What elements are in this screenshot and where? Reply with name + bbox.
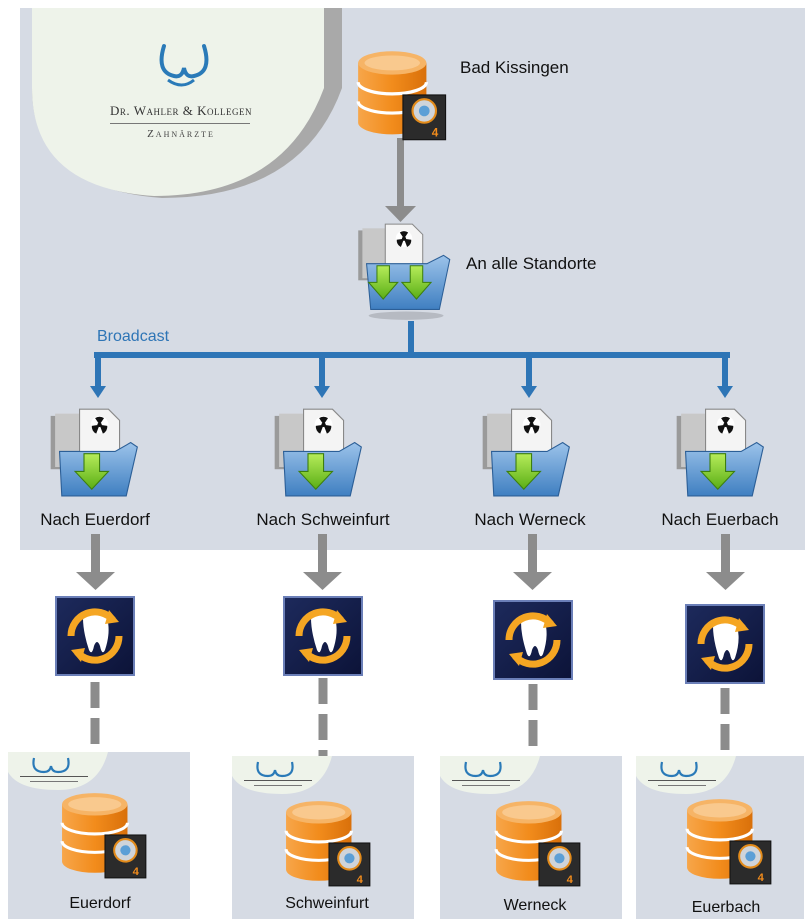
hub-label: An alle Standorte <box>466 254 597 273</box>
folder-label-euerdorf: Nach Euerdorf <box>40 510 150 529</box>
database-icon <box>356 48 452 144</box>
radioactive-folder-icon <box>352 222 456 322</box>
brand-tagline: Zahnärzte <box>147 128 215 140</box>
brand-divider <box>110 123 250 124</box>
arrow-source-to-hub <box>385 138 416 222</box>
bus-drop-euerdorf <box>90 352 106 398</box>
target-folder-euerbach-icon <box>670 407 770 507</box>
location-label-schweinfurt: Schweinfurt <box>285 895 369 912</box>
location-label-euerbach: Euerbach <box>691 899 761 916</box>
bus-drop-werneck <box>521 352 537 398</box>
arrow-folder-to-sync-schweinfurt <box>303 534 342 590</box>
tooth-sync-icon-euerdorf <box>55 596 135 676</box>
branch-logo-werneck <box>440 756 540 796</box>
folder-label-werneck: Nach Werneck <box>474 510 586 529</box>
database-icon-euerbach <box>685 796 777 888</box>
location-label-euerdorf: Euerdorf <box>69 895 131 912</box>
folder-label-schweinfurt: Nach Schweinfurt <box>256 510 390 529</box>
broadcast-label: Broadcast <box>97 328 170 345</box>
location-label-werneck: Werneck <box>503 897 567 914</box>
arrow-folder-to-sync-werneck <box>513 534 552 590</box>
logo-mark-icon <box>150 40 210 94</box>
tooth-sync-icon-euerbach <box>685 604 765 684</box>
bus-drop-schweinfurt <box>314 352 330 398</box>
bus-drop-euerbach <box>717 352 733 398</box>
branch-logo-schweinfurt <box>232 756 332 796</box>
arrow-folder-to-sync-euerbach <box>706 534 745 590</box>
database-icon-werneck <box>494 798 586 890</box>
source-label: Bad Kissingen <box>460 58 569 77</box>
folder-label-euerbach: Nach Euerbach <box>661 510 779 529</box>
arrow-folder-to-sync-euerdorf <box>76 534 115 590</box>
target-folder-werneck-icon <box>476 407 576 507</box>
broadcast-bus <box>90 321 733 398</box>
branch-logo-euerdorf <box>8 752 108 792</box>
tooth-sync-icon-schweinfurt <box>283 596 363 676</box>
target-folder-schweinfurt-icon <box>268 407 368 507</box>
target-folder-euerdorf-icon <box>44 407 144 507</box>
database-icon-schweinfurt <box>284 798 376 890</box>
database-icon-euerdorf <box>60 790 152 882</box>
brand-logo <box>20 8 370 208</box>
brand-name: Dr. Wahler & Kollegen <box>110 103 252 118</box>
branch-logo-euerbach <box>636 756 736 796</box>
tooth-sync-icon-werneck <box>493 600 573 680</box>
